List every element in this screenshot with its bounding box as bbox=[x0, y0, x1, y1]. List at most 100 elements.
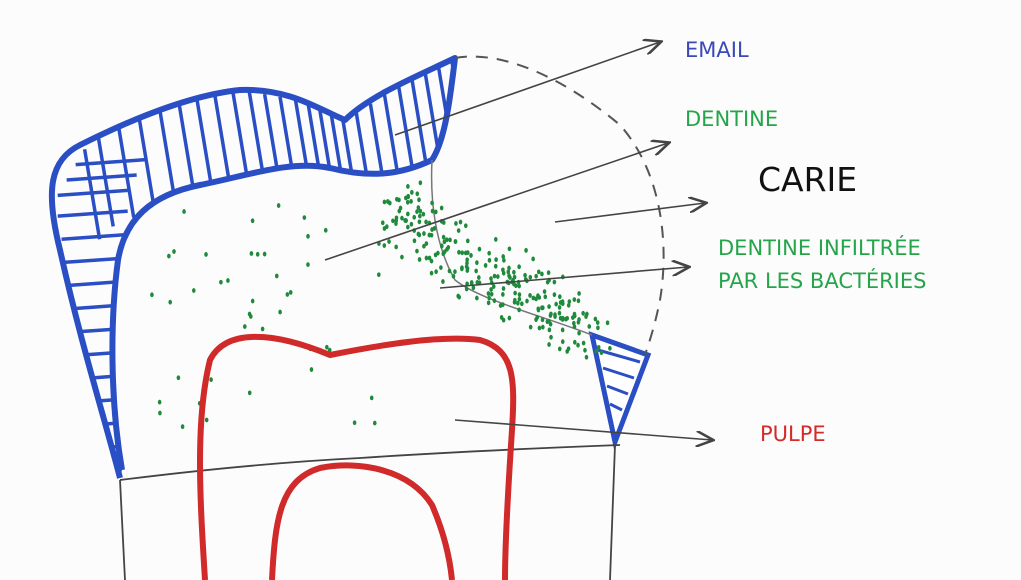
bacteria-dot bbox=[557, 305, 562, 310]
bacteria-dots bbox=[150, 180, 612, 430]
bacteria-dot bbox=[427, 255, 432, 261]
bacteria-dot bbox=[534, 296, 538, 302]
bacteria-dot bbox=[572, 297, 577, 302]
bacteria-dot bbox=[549, 311, 553, 317]
bacteria-dot bbox=[387, 239, 391, 244]
arrow-pulpe bbox=[454, 419, 712, 440]
gum-line bbox=[119, 444, 621, 481]
bacteria-dot bbox=[274, 273, 279, 279]
bacteria-dot bbox=[508, 275, 512, 280]
bacteria-dot bbox=[576, 298, 581, 304]
bacteria-dot bbox=[456, 228, 461, 234]
bacteria-dot bbox=[409, 221, 414, 227]
enamel-hatch-line bbox=[137, 118, 156, 209]
bacteria-dot bbox=[406, 184, 410, 189]
bacteria-dot bbox=[439, 265, 443, 271]
bacteria-dot bbox=[418, 213, 422, 219]
bacteria-dot bbox=[605, 320, 610, 326]
bacteria-dot bbox=[410, 189, 414, 195]
bacteria-dot bbox=[531, 256, 535, 262]
bacteria-dot bbox=[404, 218, 408, 224]
bacteria-dot bbox=[430, 200, 434, 206]
bacteria-dot bbox=[489, 276, 493, 281]
bacteria-dot bbox=[494, 257, 498, 263]
bacteria-dot bbox=[540, 317, 545, 323]
bacteria-dot bbox=[567, 299, 572, 305]
bacteria-dot bbox=[309, 367, 314, 372]
bacteria-dot bbox=[546, 270, 551, 276]
bacteria-dot bbox=[507, 246, 512, 252]
bacteria-dot bbox=[453, 239, 458, 244]
bacteria-dot bbox=[540, 271, 544, 277]
bacteria-dot bbox=[372, 420, 377, 426]
bacteria-dot bbox=[565, 349, 569, 354]
enamel-hatch-line bbox=[113, 440, 184, 449]
bacteria-dot bbox=[507, 315, 512, 321]
bacteria-dot bbox=[288, 289, 293, 295]
bacteria-dot bbox=[560, 339, 565, 345]
bacteria-dot bbox=[486, 300, 491, 306]
bacteria-dot bbox=[486, 291, 491, 296]
bacteria-dot bbox=[458, 219, 463, 225]
bacteria-dot bbox=[204, 417, 209, 423]
bacteria-dot bbox=[506, 269, 511, 275]
bacteria-dot bbox=[398, 205, 403, 211]
enamel-hatch-line bbox=[65, 255, 136, 265]
bacteria-dot bbox=[417, 197, 421, 203]
bacteria-dot bbox=[421, 211, 426, 217]
bacteria-dot bbox=[536, 306, 541, 312]
bacteria-dot bbox=[412, 214, 417, 220]
enamel-hatch-line bbox=[57, 209, 128, 218]
enamel-hatch-line bbox=[94, 370, 165, 380]
arrow-carie bbox=[554, 203, 705, 223]
bacteria-dot bbox=[516, 300, 520, 306]
bacteria-dot bbox=[596, 325, 600, 331]
bacteria-dot bbox=[525, 298, 529, 304]
bacteria-dot bbox=[492, 273, 497, 279]
bacteria-dot bbox=[561, 315, 565, 321]
bacteria-dot bbox=[583, 347, 587, 353]
bacteria-dot bbox=[427, 232, 432, 238]
caries-inner-boundary bbox=[430, 159, 593, 336]
pulp-inner-outline bbox=[269, 462, 455, 580]
bacteria-dot bbox=[302, 215, 307, 221]
bacteria-dot bbox=[599, 350, 604, 356]
bacteria-dot bbox=[405, 199, 410, 205]
label-dentine: DENTINE bbox=[685, 107, 779, 131]
bacteria-dot bbox=[255, 251, 260, 257]
bacteria-dot bbox=[577, 291, 581, 296]
enamel-hatch-line bbox=[340, 118, 360, 210]
bacteria-dot bbox=[180, 424, 185, 430]
pulp-outline bbox=[197, 333, 517, 580]
bacteria-dot bbox=[517, 296, 522, 302]
bacteria-dot bbox=[417, 219, 422, 225]
bacteria-dot bbox=[250, 218, 255, 224]
bacteria-dot bbox=[285, 292, 290, 297]
bacteria-dot bbox=[191, 288, 196, 293]
bacteria-dot bbox=[376, 272, 381, 278]
bacteria-dot bbox=[477, 275, 481, 280]
enamel-hatch-line bbox=[368, 103, 388, 195]
enamel-hatch-line bbox=[213, 95, 232, 186]
bacteria-dot bbox=[523, 272, 527, 278]
bacteria-dot bbox=[537, 295, 542, 300]
bacteria-dot bbox=[249, 251, 254, 256]
label-carie: CARIE bbox=[758, 160, 858, 199]
bacteria-dot bbox=[415, 191, 420, 197]
bacteria-dot bbox=[182, 209, 186, 214]
bacteria-dot bbox=[524, 247, 528, 253]
bacteria-dot bbox=[416, 205, 421, 211]
bacteria-dot bbox=[415, 248, 419, 254]
bacteria-dot bbox=[442, 249, 447, 255]
label-dentine-infiltree-line1: DENTINE INFILTRÉE bbox=[718, 236, 921, 260]
bacteria-dot bbox=[553, 312, 557, 318]
bacteria-dot bbox=[475, 295, 479, 301]
bacteria-dot bbox=[439, 205, 444, 211]
bacteria-dot bbox=[429, 258, 434, 264]
label-pulpe: PULPE bbox=[760, 422, 826, 446]
bacteria-dot bbox=[573, 339, 577, 345]
bacteria-dot bbox=[498, 303, 503, 309]
bacteria-dot bbox=[157, 399, 162, 405]
bacteria-dot bbox=[549, 334, 553, 340]
bacteria-dot bbox=[424, 219, 428, 225]
